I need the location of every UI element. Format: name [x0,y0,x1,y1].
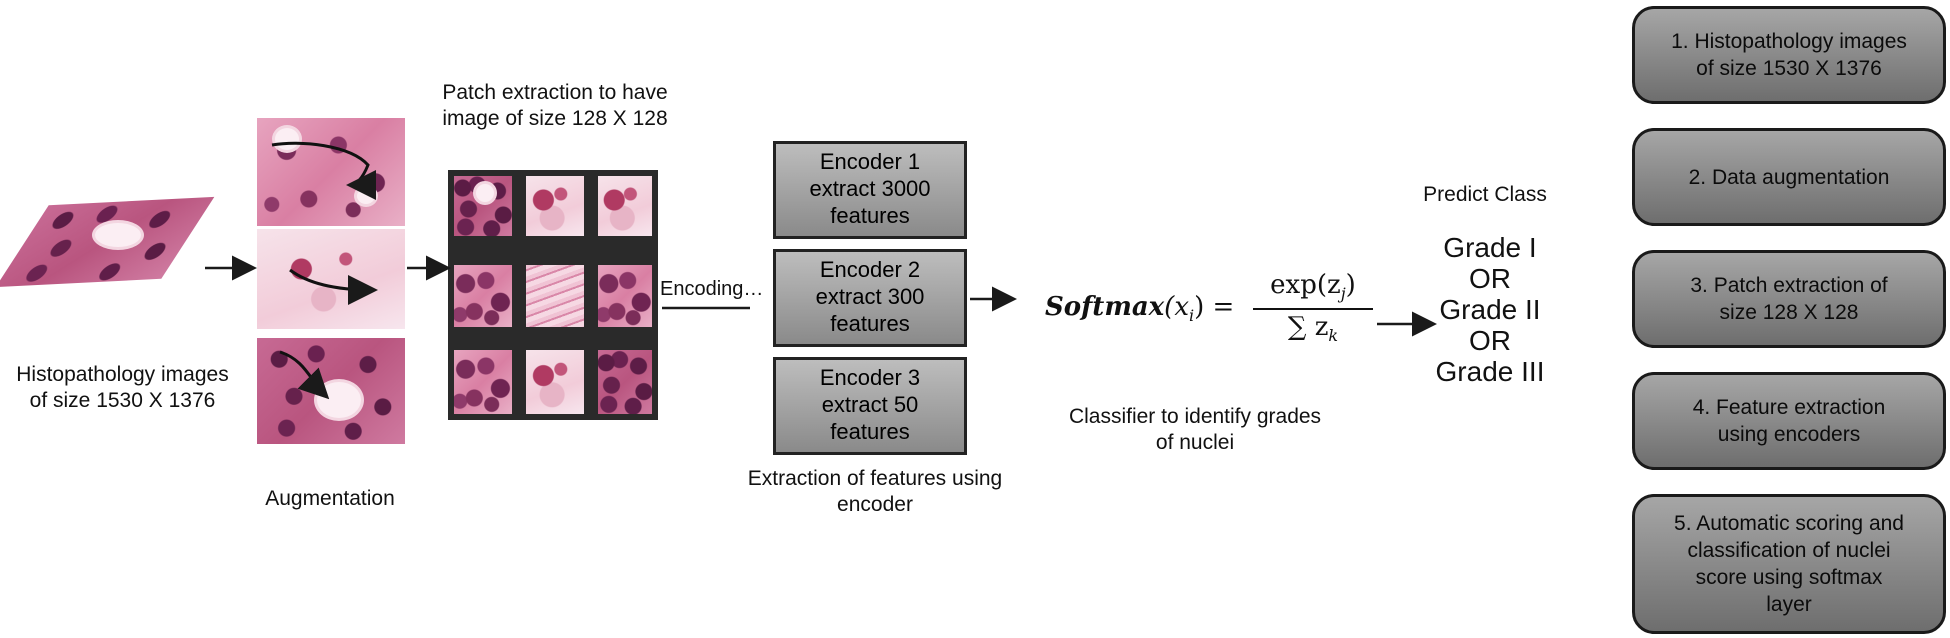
step-4-box: 4. Feature extraction using encoders [1632,372,1946,470]
or-2: OR [1469,325,1511,356]
classifier-caption: Classifier to identify grades of nuclei [1068,405,1322,454]
augmentation-label: Augmentation [265,487,395,510]
predict-title: Predict Class [1423,183,1547,206]
patch-1 [454,176,512,236]
patch-label: Patch extraction to have image of size 1… [442,81,668,130]
patch-6 [598,265,652,327]
augmented-image-3 [257,338,405,444]
patch-grid [448,170,658,420]
grade-2: Grade II [1439,294,1541,325]
patch-4 [454,265,512,327]
patch-3 [598,176,652,236]
patch-9 [598,350,652,414]
grade-3: Grade III [1435,356,1545,387]
input-slide-image [0,195,215,290]
input-label: Histopathology images of size 1530 X 137… [16,363,229,412]
augmented-image-2 [257,229,405,329]
softmax-formula: Softmax(xi) = exp(zj) ∑ zk [1045,270,1375,350]
grades-list: Grade I OR Grade II OR Grade III [1420,232,1560,387]
or-1: OR [1469,263,1511,294]
encoder-3-box: Encoder 3 extract 50 features [773,357,967,455]
encoder-2-box: Encoder 2 extract 300 features [773,249,967,347]
patch-7 [454,350,512,414]
grade-1: Grade I [1443,232,1537,263]
step-3-box: 3. Patch extraction of size 128 X 128 [1632,250,1946,348]
step-5-box: 5. Automatic scoring and classification … [1632,494,1946,634]
patch-2 [526,176,584,236]
patch-8 [526,350,584,414]
encoder-caption: Extraction of features using encoder [747,467,1003,516]
encoder-1-box: Encoder 1 extract 3000 features [773,141,967,239]
encoding-label: Encoding… [660,278,764,300]
step-2-box: 2. Data augmentation [1632,128,1946,226]
patch-5 [526,265,584,327]
augmented-image-1 [257,118,405,226]
step-1-box: 1. Histopathology images of size 1530 X … [1632,6,1946,104]
